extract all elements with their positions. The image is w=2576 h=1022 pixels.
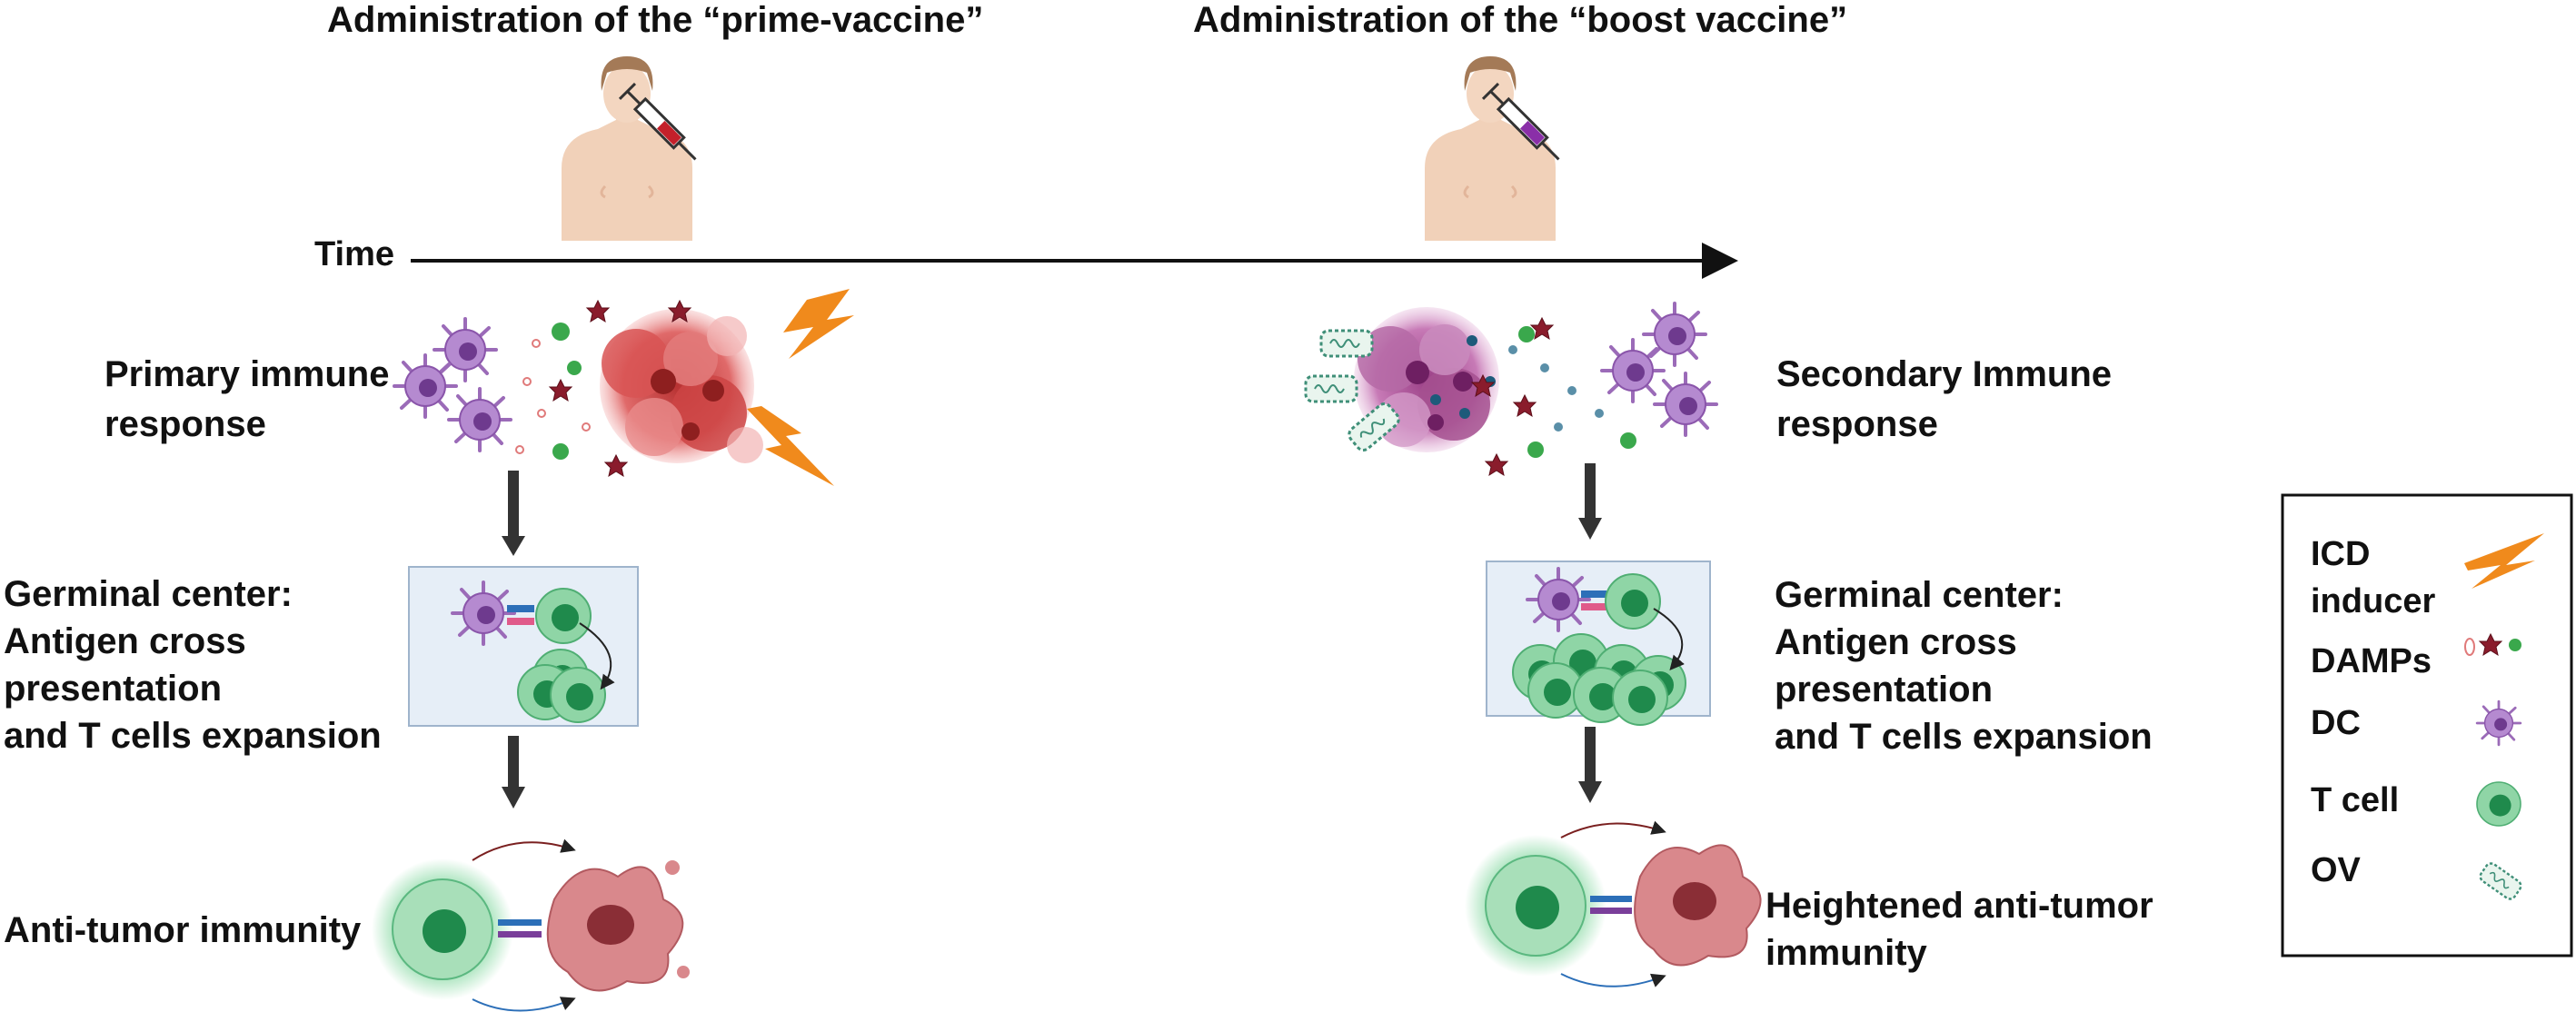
- flow-arrow-right-1-head: [1578, 518, 1602, 540]
- damps-icon: [2464, 633, 2521, 656]
- dendritic-cell-icon: [1642, 302, 1707, 367]
- legend-label-icd: ICD inducer: [2311, 535, 2435, 620]
- receptor-link: [1581, 590, 1606, 610]
- right-outcome-label: Heightened anti-tumor immunity: [1765, 886, 2163, 973]
- attack-arrow-bottom-right: [1560, 973, 1666, 987]
- flow-arrow-right-2-head: [1578, 781, 1602, 803]
- primary-tumor-cluster: [600, 309, 763, 463]
- attack-arrow-top-left: [472, 838, 576, 861]
- dendritic-cell-icon: [393, 353, 458, 419]
- legend-label-dc: DC: [2311, 704, 2361, 742]
- legend-label-damps: DAMPs: [2311, 642, 2432, 680]
- lightning-icon: [783, 289, 854, 359]
- t-cell-icon: [2476, 781, 2521, 827]
- attack-arrow-bottom-left: [472, 997, 576, 1012]
- damps-scatter-right: [1430, 317, 1636, 476]
- receptor-link: [498, 919, 542, 938]
- timeline-label: Time: [314, 235, 394, 273]
- right-response-label: Secondary Immune response: [1776, 354, 2122, 444]
- receptor-link: [1590, 896, 1632, 914]
- syringe-prime-icon: [618, 82, 697, 161]
- legend: ICD inducer DAMPs DC T cell OV: [2281, 493, 2573, 958]
- t-cell-icon: [550, 667, 606, 723]
- oncolytic-virus-icon: [1304, 374, 1358, 403]
- flow-arrow-left-2-head: [502, 787, 525, 809]
- dendritic-cell-icon: [447, 387, 512, 452]
- attack-arrow-top-right: [1560, 820, 1666, 838]
- tumor-cell-right-outcome: [1634, 844, 1762, 967]
- tumor-cell-left-outcome: [546, 860, 690, 992]
- left-outcome-label: Anti-tumor immunity: [4, 910, 362, 950]
- damps-scatter-left: [515, 300, 691, 477]
- right-germinal-label: Germinal center: Antigen cross presentat…: [1775, 575, 2153, 757]
- lightning-icon: [747, 406, 834, 486]
- dendritic-cell-icon: [451, 580, 516, 646]
- legend-box: [2281, 493, 2573, 958]
- left-response-label: Primary immune response: [104, 354, 400, 444]
- legend-label-ov: OV: [2311, 851, 2362, 889]
- dendritic-cell-icon: [1653, 372, 1718, 437]
- prime-title: Administration of the “prime-vaccine”: [327, 0, 983, 40]
- dendritic-cell-icon: [1526, 567, 1591, 632]
- t-cell-icon: [535, 588, 592, 644]
- legend-label-tcell: T cell: [2311, 781, 2399, 819]
- expansion-arrow-left: [579, 622, 615, 690]
- syringe-boost-icon: [1481, 82, 1560, 161]
- dendritic-cell-icon: [2475, 700, 2522, 747]
- expansion-arrow-right: [1653, 608, 1685, 671]
- receptor-link: [507, 605, 534, 625]
- t-cell-icon: [1605, 573, 1661, 630]
- boost-title: Administration of the “boost vaccine”: [1193, 0, 1847, 40]
- left-germinal-label: Germinal center: Antigen cross presentat…: [4, 574, 382, 756]
- flow-arrow-left-1-head: [502, 536, 525, 556]
- lightning-icon: [2464, 533, 2544, 589]
- dendritic-cell-icon: [1600, 338, 1666, 403]
- oncolytic-virus-icon: [1319, 329, 1374, 358]
